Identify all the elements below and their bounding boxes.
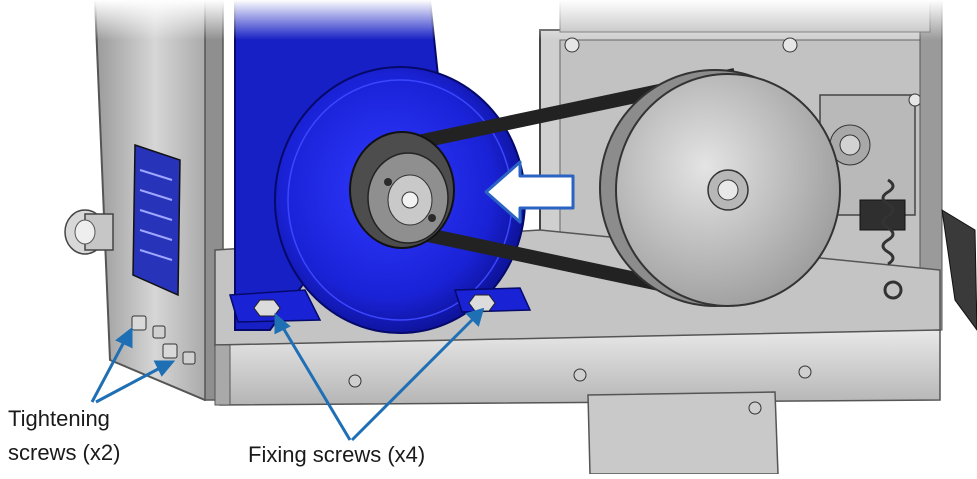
fixing-screw-1 [253,299,281,317]
driven-pulley [599,69,841,307]
tightening-screw-2 [162,343,178,359]
fixing-callout-arrows [274,307,485,442]
tightening-screw-1 [131,315,147,331]
cable-gland [64,209,114,255]
lower-bracket [587,391,779,475]
tightening-screws-label-line2: screws (x2) [8,440,121,465]
tensioner-spring [859,178,906,300]
tightening-screws-label-line1: Tightening [8,406,110,431]
direction-arrow-icon [484,160,575,224]
front-rail [214,329,941,406]
fixing-screw-2 [468,294,496,312]
fixing-screws-label: Fixing screws (x4) [248,442,426,467]
name-plate [132,143,181,297]
motor-pulley [349,131,455,249]
tightening-callout-arrows [90,326,176,404]
